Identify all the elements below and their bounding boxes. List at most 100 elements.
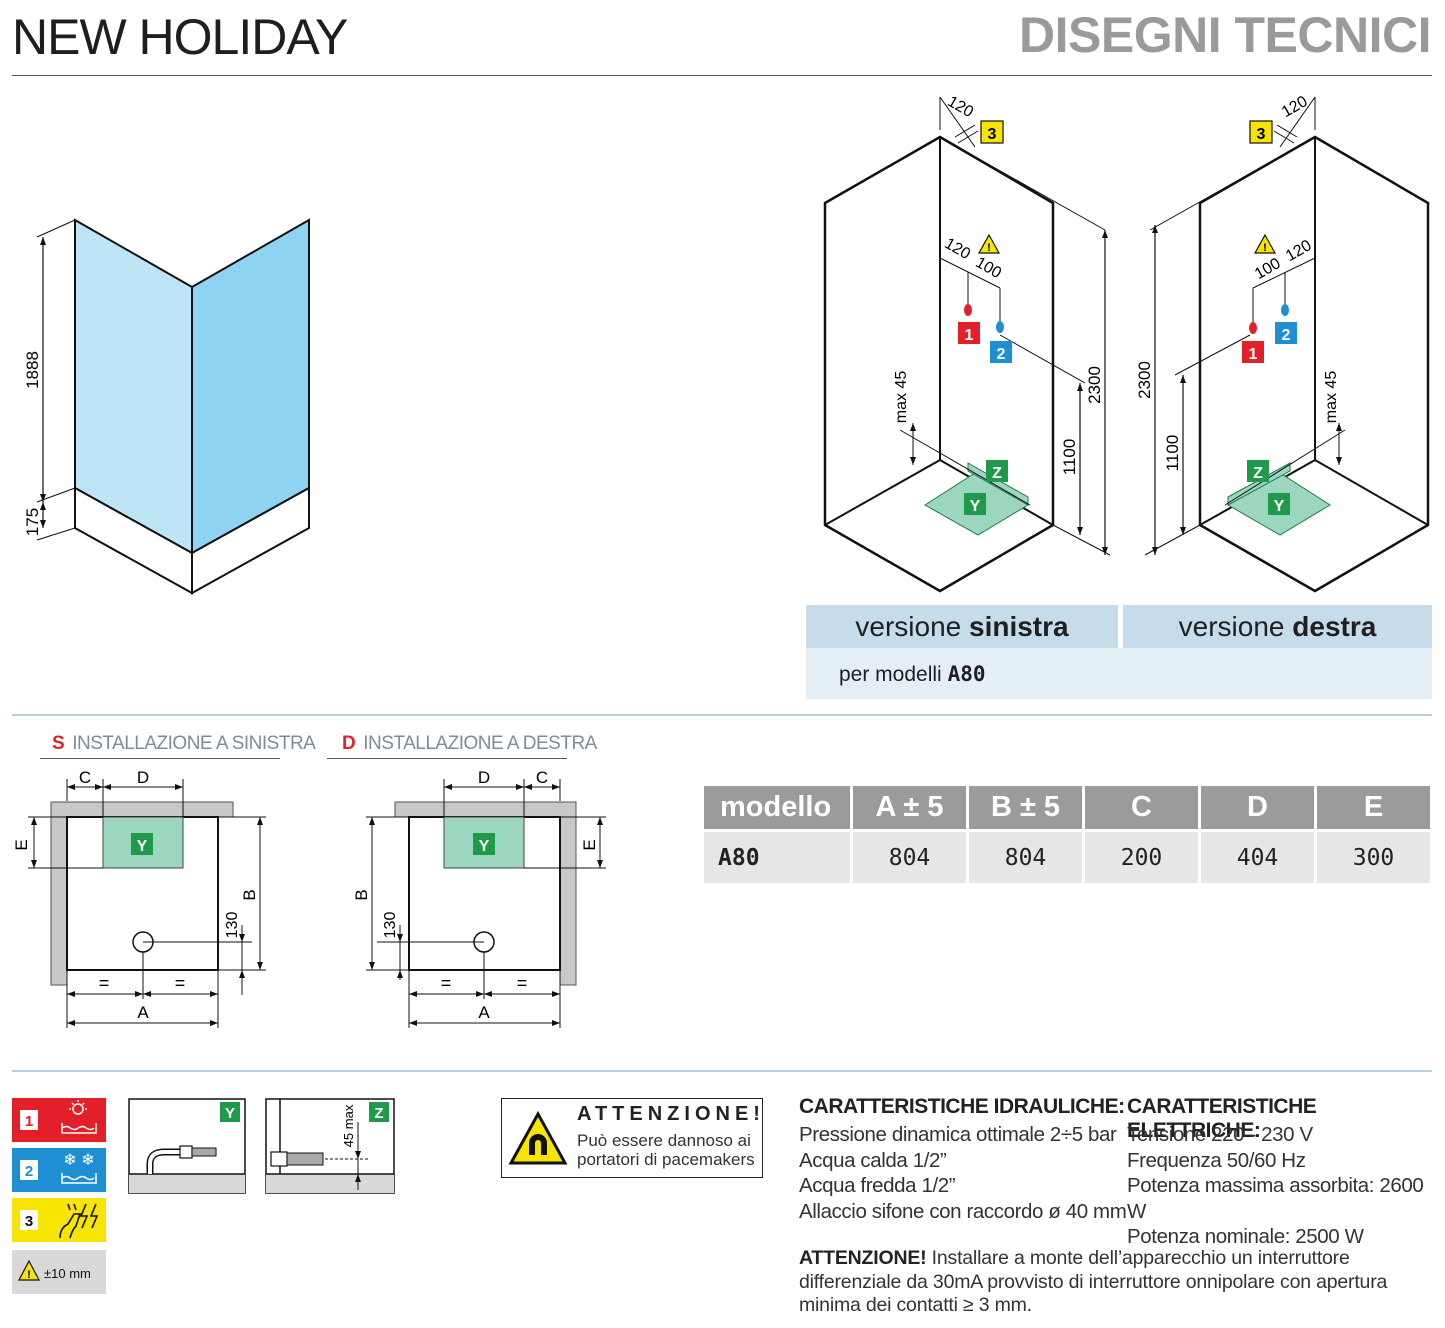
model-table-header-row: modello A ± 5 B ± 5 C D E <box>704 786 1430 829</box>
tray-right <box>191 486 310 595</box>
svg-text:3: 3 <box>25 1213 33 1230</box>
table-cell: A80 <box>704 832 850 883</box>
attention-title: ATTENZIONE! <box>577 1103 765 1125</box>
hydraulic-line: Acqua calda 1/2” <box>799 1148 947 1172</box>
legend-power: 3 <box>12 1198 106 1242</box>
install-left-text: INSTALLAZIONE A SINISTRA <box>72 733 316 754</box>
header-cell: E <box>1317 786 1430 829</box>
svg-text:❄: ❄ <box>63 1152 76 1169</box>
svg-text:2: 2 <box>1282 327 1291 344</box>
label-e: E <box>12 839 31 850</box>
warning-note-bold: ATTENZIONE! <box>799 1247 927 1269</box>
zone-z <box>967 462 1029 506</box>
badge-hot-water: 1 <box>958 322 980 344</box>
electrical-line: Potenza nominale: 2500 W <box>1127 1225 1364 1248</box>
label-c: C <box>79 768 91 787</box>
badge-y: Y <box>220 1102 240 1122</box>
badge-z: Z <box>986 460 1008 482</box>
svg-text:3: 3 <box>1257 126 1266 143</box>
dim-top-label: 120 <box>1279 93 1311 121</box>
header-divider <box>12 75 1432 76</box>
svg-text:2: 2 <box>25 1163 33 1180</box>
install-right-letter: D <box>342 733 356 754</box>
table-cell: 300 <box>1317 832 1430 883</box>
svg-text:❄: ❄ <box>81 1152 94 1169</box>
dim-top-label: 120 <box>944 93 976 121</box>
label-eq-left: = <box>441 973 452 993</box>
svg-text:!: ! <box>987 242 991 254</box>
sun-icon <box>61 1100 97 1134</box>
badge-power: 3 <box>980 120 1004 144</box>
dim-max-label: max 45 <box>893 371 910 424</box>
svg-text:Y: Y <box>970 498 981 515</box>
header-cell: B ± 5 <box>969 786 1082 829</box>
electrical-line: Frequenza 50/60 Hz <box>1127 1148 1306 1172</box>
svg-text:Z: Z <box>992 465 1002 482</box>
table-cell: 804 <box>969 832 1082 883</box>
table-cell: 200 <box>1085 832 1198 883</box>
hydraulic-title: CARATTERISTICHE IDRAULICHE: <box>799 1095 1125 1118</box>
svg-text:!: ! <box>1263 242 1267 254</box>
product-title: NEW HOLIDAY <box>12 9 348 65</box>
badge-y: Y <box>1268 493 1290 515</box>
svg-text:2: 2 <box>997 346 1006 363</box>
label-a: A <box>137 1003 149 1022</box>
label-a: A <box>478 1003 490 1022</box>
svg-text:1: 1 <box>1249 346 1258 363</box>
hydraulic-line: Acqua fredda 1/2” <box>799 1174 956 1197</box>
section-title: DISEGNI TECNICI <box>1019 7 1431 63</box>
badge-y: Y <box>473 833 495 855</box>
label-130: 130 <box>224 912 241 939</box>
badge-cold-water: 2 <box>1275 322 1297 344</box>
label-d: D <box>478 768 490 787</box>
dim-max-label: max 45 <box>1323 371 1340 424</box>
models-bold: A80 <box>947 662 986 686</box>
label-d: D <box>137 768 149 787</box>
dim-height-label: 1888 <box>23 351 42 389</box>
front-view-drawing: 1888 175 <box>23 218 310 595</box>
legend-cold-water: 2 ❄ ❄ <box>12 1148 106 1192</box>
svg-text:1: 1 <box>965 327 974 344</box>
header-cell: A ± 5 <box>853 786 966 829</box>
version-right-header: versione destra <box>1123 605 1432 649</box>
install-left-plan: Y C D E B 130 = = A <box>12 768 266 1028</box>
label-eq-left: = <box>99 973 110 993</box>
install-right-plan: Y D C E B 130 = = A <box>352 768 606 1028</box>
section-divider-1 <box>12 714 1432 716</box>
electrical-title: CARATTERISTICHE ELETTRICHE: <box>1127 1095 1317 1142</box>
badge-cold-water: 2 <box>990 341 1012 363</box>
models-prefix: per modelli <box>839 663 948 686</box>
svg-text:Z: Z <box>1253 465 1263 482</box>
electrical-line: Tensione 220 - 230 V <box>1127 1123 1313 1146</box>
version-left-prefix: versione <box>855 611 969 642</box>
magnet-warning-icon <box>508 1111 568 1165</box>
table-cell: 804 <box>853 832 966 883</box>
section-divider-2 <box>12 1070 1432 1072</box>
label-b: B <box>240 889 259 900</box>
label-eq-right: = <box>517 973 528 993</box>
attention-line2: portatori di pacemakers <box>577 1150 755 1169</box>
header-cell: modello <box>704 786 850 829</box>
badge-power: 3 <box>1249 120 1273 144</box>
badge-hot-water: 1 <box>1242 341 1264 363</box>
legend-tolerance: ! ±10 mm <box>12 1250 106 1294</box>
hydraulic-list: Pressione dinamica ottimale 2÷5 bar Acqu… <box>799 1122 1127 1224</box>
warning-icon: ! <box>977 233 1001 254</box>
hydraulic-line: Pressione dinamica ottimale 2÷5 bar <box>799 1123 1117 1146</box>
svg-text:!: ! <box>27 1269 31 1281</box>
models-band: per modelli A80 <box>806 648 1432 699</box>
header-cell: D <box>1201 786 1314 829</box>
warning-icon: ! <box>18 1259 40 1281</box>
legend-hot-water: 1 <box>12 1098 106 1142</box>
install-left-underline <box>40 758 280 759</box>
badge-z: Z <box>1247 460 1269 482</box>
model-table: modello A ± 5 B ± 5 C D E A80 804 804 20… <box>701 783 1433 886</box>
warning-note: ATTENZIONE! Installare a monte dell’appa… <box>799 1247 1433 1318</box>
dim-inlet-label: 1100 <box>1060 439 1079 476</box>
badge-y: Y <box>131 833 153 855</box>
version-left-header: versione sinistra <box>806 605 1118 649</box>
perspective-left-drawing: max 45 2300 1100 120 100 ! 120 3 1 2 Z Y <box>823 93 1111 593</box>
warning-note-text: Installare a monte dell’apparecchio un i… <box>799 1247 1388 1316</box>
